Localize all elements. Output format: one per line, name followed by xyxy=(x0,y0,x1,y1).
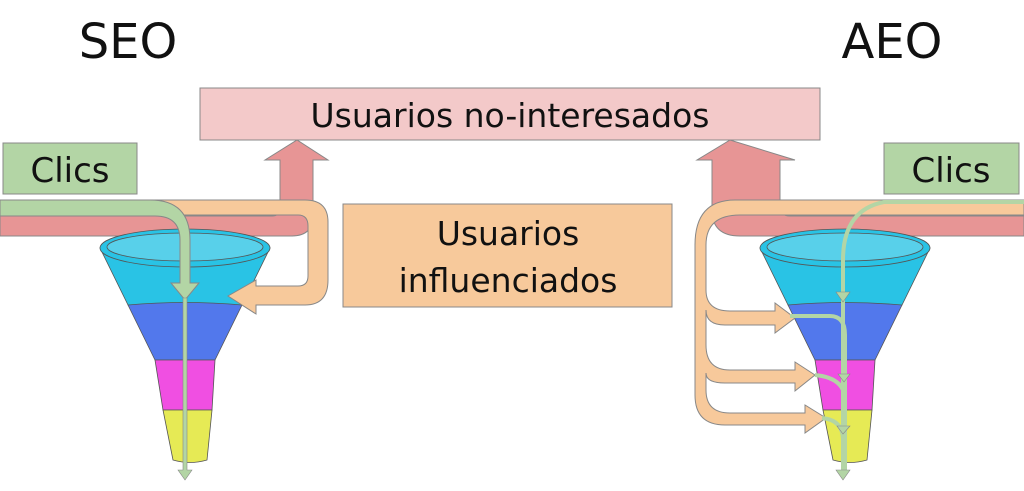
aeo-clicks-arrows xyxy=(790,200,1024,470)
aeo-click-arrowheads xyxy=(835,291,851,481)
seo-title: SEO xyxy=(79,14,178,70)
aeo-clicks-label: Clics xyxy=(911,151,990,191)
seo-clicks-box xyxy=(2,142,138,195)
influenced-users-box xyxy=(342,203,673,308)
aeo-title: AEO xyxy=(842,14,943,70)
uninterested-users-label: Usuarios no-interesados xyxy=(311,96,710,135)
influenced-users-label-line1: Usuarios xyxy=(437,214,580,253)
seo-clicks-arrow xyxy=(0,199,201,481)
uninterested-users-box xyxy=(199,87,821,141)
aeo-clicks-box xyxy=(883,142,1020,195)
influenced-users-label-line2: influenciados xyxy=(399,261,618,300)
seo-clicks-label: Clics xyxy=(30,151,109,191)
